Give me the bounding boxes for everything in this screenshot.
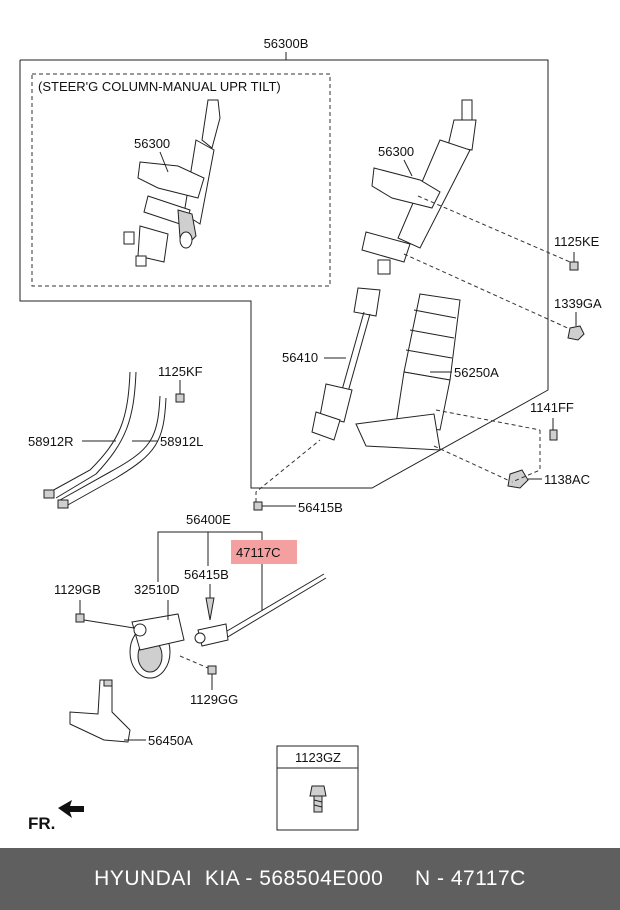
brace-58912r-label: 58912R [28,434,74,449]
steering-column-right [361,99,573,331]
bolt-1141ff-icon [549,418,558,441]
leader-column-left [159,151,169,173]
bolt-56415b-mid-icon [205,597,215,621]
boot-56250a-label: 56250A [454,365,499,380]
variant-box [31,73,331,287]
nut-1339ga-label: 1339GA [554,296,602,311]
assy-56400e-label: 56400E [186,512,231,527]
highlight-47117c-label[interactable]: 47117C [236,545,281,560]
assy-56400e-bracket [157,531,263,610]
bolt-1129gb-label: 1129GB [54,582,101,597]
bolt-56415b-top-icon [253,439,321,511]
legend-box [276,745,359,831]
front-arrow-icon [58,800,84,818]
bolt-1129gg-icon [179,655,217,690]
intermediate-shaft [311,287,381,441]
nut-1138ac-label: 1138AC [544,472,590,487]
bolt-1125ke-label: 1125KE [554,234,600,249]
variant-caption: (STEER'G COLUMN-MANUAL UPR TILT) [38,79,281,94]
dust-boot [355,293,541,483]
leader-column-right [403,159,413,177]
column-left-label: 56300 [134,136,170,151]
sensor-32510d [129,613,185,679]
footer-text: HYUNDAI KIA - 568504E000 N - 47117C [94,867,526,890]
shaft-56410-label: 56410 [282,350,318,365]
nut-1138ac-icon [507,469,542,489]
bolt-1125kf-label: 1125KF [158,364,203,379]
legend-part-label: 1123GZ [295,750,341,765]
front-marker-label: FR. [28,814,55,833]
bolt-1129gb-icon [75,613,135,629]
column-right-label: 56300 [378,144,414,159]
bolt-1125kf-icon [175,380,185,403]
motor-32510d-label: 32510D [134,582,180,597]
assembly-outline [19,59,549,489]
bolt-56415b-top-label: 56415B [298,500,343,515]
bracket-56450a [69,679,131,743]
bracket-56450a-label: 56450A [148,733,193,748]
assembly-label: 56300B [264,36,309,51]
footer-bar: HYUNDAI KIA - 568504E000 N - 47117C [0,848,620,910]
brace-58912l-label: 58912L [160,434,203,449]
parts-diagram: 56300B (STEER'G COLUMN-MANUAL UPR TILT) … [19,36,602,833]
bolt-1125ke-icon [569,252,579,271]
nut-1339ga-icon [567,312,585,341]
brace-pair [43,371,167,509]
long-shaft [194,573,327,647]
bolt-1141ff-label: 1141FF [530,400,574,415]
highlight-47117c-box [231,540,297,564]
steering-column-left [123,99,221,267]
bolt-56415b-mid-label: 56415B [184,567,229,582]
screw-icon [309,785,327,813]
bolt-1129gg-label: 1129GG [190,692,238,707]
